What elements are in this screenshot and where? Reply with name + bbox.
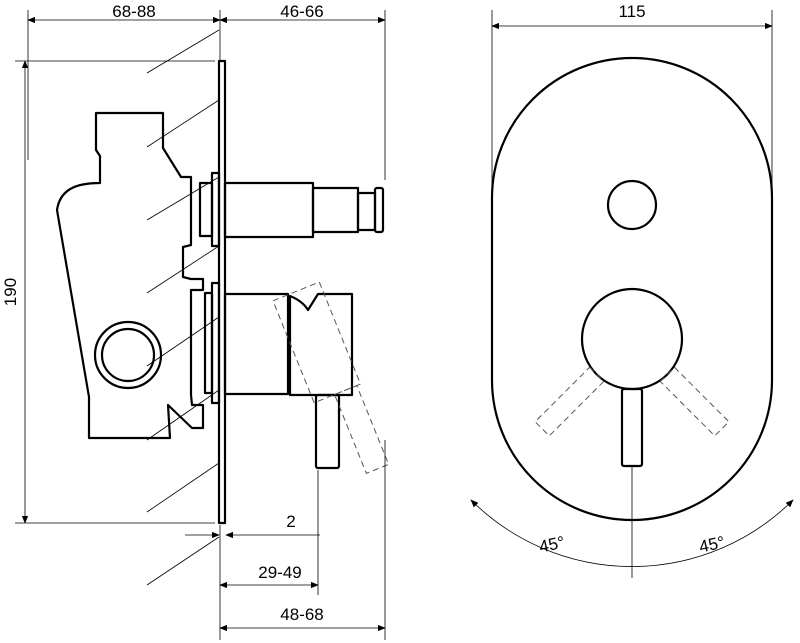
lever-front: [620, 387, 644, 468]
dim-plate-width: 115: [618, 2, 645, 21]
dim-stem-projection: 46-66: [280, 2, 323, 21]
dim-plate-height: 190: [1, 278, 20, 306]
rotation-arc: [470, 499, 794, 567]
angle-right-label: 45°: [697, 533, 726, 557]
hatch-lines: [146, 29, 220, 586]
outlet-ring-inner: [100, 327, 156, 383]
side-view: [55, 29, 390, 586]
dim-plate-thickness: 2: [286, 512, 295, 531]
dimension-lines: [15, 10, 773, 640]
mixer-body: [223, 292, 290, 396]
dim-lever-projection: 48-68: [280, 605, 323, 624]
angle-left-label: 45°: [537, 533, 566, 557]
mounting-plate: [217, 59, 227, 525]
dim-body-depth: 68-88: [112, 2, 155, 21]
valve-body: [55, 111, 205, 440]
diverter-knob: [373, 186, 385, 234]
diverter-stem: [223, 181, 315, 239]
upper-flange: [198, 181, 214, 238]
lever-handle: [314, 393, 341, 470]
lever-hub: [288, 292, 354, 397]
front-view: [470, 56, 794, 578]
mixer-hub-front: [580, 287, 684, 391]
outlet-ring-outer: [93, 320, 163, 390]
diverter-knob-front: [606, 179, 658, 231]
dim-lever-offset: 29-49: [258, 563, 301, 582]
